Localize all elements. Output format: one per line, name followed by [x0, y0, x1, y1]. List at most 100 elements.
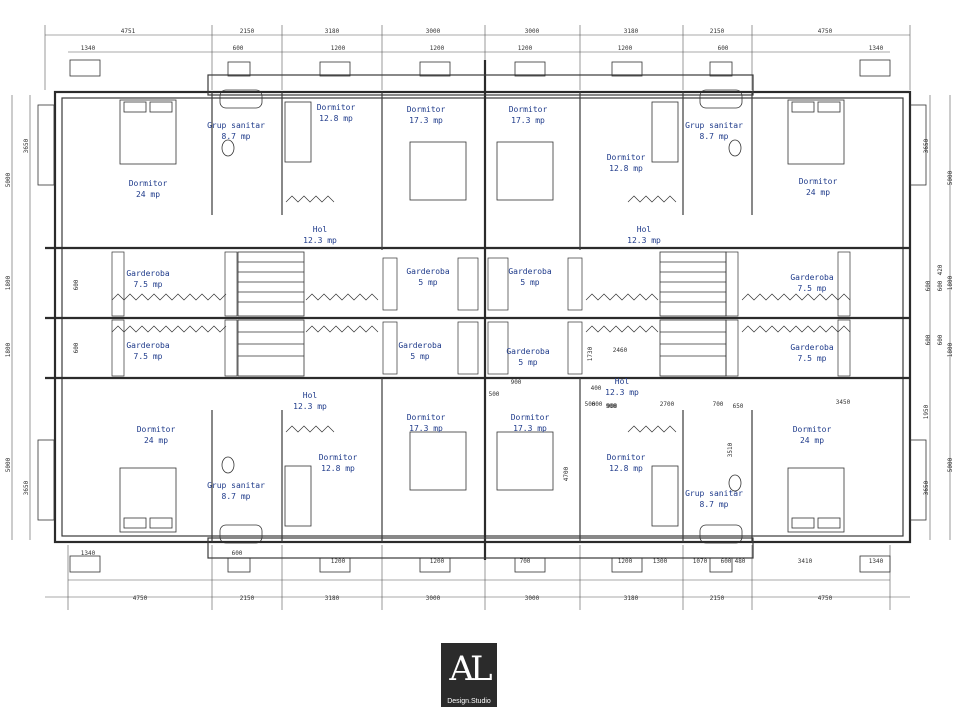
dimension-label: 5000	[947, 457, 954, 472]
room-name: Dormitor	[137, 425, 176, 434]
dimension-label: 1200	[618, 558, 633, 565]
dimension-label: 3410	[798, 558, 813, 565]
dimension-label: 3450	[836, 399, 851, 406]
room-name: Dormitor	[407, 413, 446, 422]
dimension-label: 1200	[331, 45, 346, 52]
room-area: 24 mp	[144, 436, 168, 445]
room-area: 17.3 mp	[513, 424, 547, 433]
dimension-label: 420	[937, 264, 944, 275]
dimension-label: 1200	[618, 45, 633, 52]
stairs	[237, 251, 727, 377]
dimension-label: 3180	[325, 28, 340, 35]
dimension-label: 600	[73, 279, 80, 290]
room-area: 24 mp	[800, 436, 824, 445]
dimension-label: 500	[585, 401, 596, 408]
dimension-label: 1300	[653, 558, 668, 565]
room-name: Garderoba	[508, 267, 552, 276]
room-area: 7.5 mp	[798, 284, 827, 293]
room-area: 12.8 mp	[321, 464, 355, 473]
dimension-label: 4750	[818, 595, 833, 602]
dimension-label: 600	[718, 45, 729, 52]
dimension-label: 1200	[430, 558, 445, 565]
room-area: 24 mp	[136, 190, 160, 199]
wardrobes	[111, 195, 851, 433]
room-area: 24 mp	[806, 188, 830, 197]
room-area: 5 mp	[418, 278, 437, 287]
dimension-label: 1730	[587, 346, 594, 361]
room-name: Hol	[313, 225, 328, 234]
room-area: 12.3 mp	[303, 236, 337, 245]
dimension-label: 1200	[331, 558, 346, 565]
dimension-label: 600	[592, 401, 603, 408]
dimension-label: 2150	[710, 28, 725, 35]
dimension-label: 1340	[869, 558, 884, 565]
dimension-label: 600	[937, 280, 944, 291]
room-area: 5 mp	[520, 278, 539, 287]
dimension-label: 600	[233, 45, 244, 52]
room-name: Dormitor	[607, 453, 646, 462]
dimension-label: 2150	[240, 595, 255, 602]
dimension-label: 1800	[5, 342, 12, 357]
dimension-label: 1800	[947, 342, 954, 357]
dimension-label: 480	[735, 558, 746, 565]
beds	[119, 99, 845, 533]
dimension-label: 5000	[5, 457, 12, 472]
sanitary-fixtures	[219, 89, 743, 544]
dimension-label: 600	[925, 280, 932, 291]
room-area: 12.3 mp	[293, 402, 327, 411]
dimension-label: 650	[733, 403, 744, 410]
dimension-label: 600	[73, 342, 80, 353]
dimension-label: 1070	[693, 558, 708, 565]
room-area: 17.3 mp	[409, 116, 443, 125]
room-area: 5 mp	[410, 352, 429, 361]
dimension-label: 700	[520, 558, 531, 565]
dimension-label: 4750	[133, 595, 148, 602]
dimension-label: 900	[606, 403, 617, 410]
dimension-label: 4700	[563, 466, 570, 481]
dimension-label: 2700	[660, 401, 675, 408]
dimension-label: 3510	[727, 442, 734, 457]
room-area: 7.5 mp	[134, 352, 163, 361]
dimension-label: 900	[511, 379, 522, 386]
room-area: 17.3 mp	[511, 116, 545, 125]
walls	[45, 60, 912, 560]
dimension-label: 1200	[518, 45, 533, 52]
dimension-label: 3650	[23, 480, 30, 495]
dimension-label: 3180	[624, 28, 639, 35]
dimension-label: 400	[591, 385, 602, 392]
dimension-label: 3650	[923, 138, 930, 153]
logo-caption: Design.Studio	[447, 698, 491, 705]
room-name: Dormitor	[793, 425, 832, 434]
room-name: Dormitor	[317, 103, 356, 112]
dimension-label: 1800	[5, 275, 12, 290]
room-name: Grup sanitar	[685, 121, 743, 130]
dimension-label: 3650	[23, 138, 30, 153]
logo-mark: AL	[449, 649, 492, 689]
dimension-label: 2150	[240, 28, 255, 35]
dimension-label: 900	[607, 403, 618, 410]
room-name: Dormitor	[319, 453, 358, 462]
dimension-label: 1800	[947, 275, 954, 290]
room-name: Grup sanitar	[685, 489, 743, 498]
room-name: Hol	[615, 377, 630, 386]
dimension-label: 3000	[426, 595, 441, 602]
room-name: Dormitor	[799, 177, 838, 186]
dimension-label: 1200	[430, 45, 445, 52]
room-name: Grup sanitar	[207, 481, 265, 490]
room-name: Grup sanitar	[207, 121, 265, 130]
dimension-label: 3180	[624, 595, 639, 602]
room-area: 8.7 mp	[700, 132, 729, 141]
dimension-label: 600	[937, 334, 944, 345]
room-area: 8.7 mp	[222, 132, 251, 141]
studio-logo: AL Design.Studio	[441, 643, 497, 707]
dimension-label: 3000	[525, 595, 540, 602]
room-name: Dormitor	[511, 413, 550, 422]
room-name: Garderoba	[406, 267, 450, 276]
room-area: 12.3 mp	[605, 388, 639, 397]
room-labels: Dormitor 24 mp Grup sanitar 8.7 mp Dormitor 1…	[126, 103, 837, 509]
room-area: 17.3 mp	[409, 424, 443, 433]
room-name: Garderoba	[790, 343, 834, 352]
room-area: 7.5 mp	[134, 280, 163, 289]
